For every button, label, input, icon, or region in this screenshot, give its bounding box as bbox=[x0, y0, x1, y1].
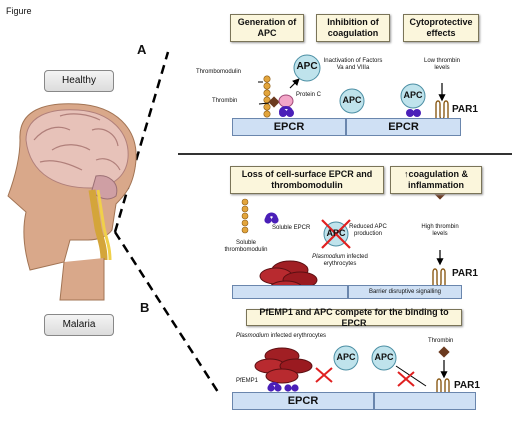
pfemp1-label: PfEMP1 bbox=[236, 378, 259, 384]
soluble-thrombomodulin-chain bbox=[241, 198, 249, 234]
epcr-bar-a1: EPCR bbox=[232, 118, 346, 136]
soluble-epcr-label: Soluble EPCR bbox=[272, 225, 311, 231]
barrier-signalling-bar: Barrier disruptive signalling bbox=[348, 285, 462, 299]
high-thrombin-label: High thrombin levels bbox=[421, 224, 459, 237]
par1-label-b2: PAR1 bbox=[454, 380, 480, 391]
par1-receptor-a bbox=[435, 100, 449, 120]
apc-label-a2: APC bbox=[342, 95, 362, 105]
apc-circle-a1 bbox=[293, 54, 321, 82]
apc-circle-b2 bbox=[333, 345, 359, 371]
thrombomodulin-label: Thrombomodulin bbox=[196, 69, 242, 75]
epcr-bar-a2: EPCR bbox=[346, 118, 461, 136]
red-cross-b3 bbox=[397, 371, 415, 387]
dashed-line-upper bbox=[113, 51, 170, 233]
head-illustration bbox=[7, 103, 137, 301]
apc-circle-b3 bbox=[371, 345, 397, 371]
epcr-bar-b2: EPCR bbox=[232, 392, 374, 410]
red-cross-b2 bbox=[315, 367, 333, 383]
reduced-apc-label: Reduced APC production bbox=[349, 224, 387, 237]
thrombin-diamond-b2 bbox=[438, 346, 450, 358]
par1-receptor-b1 bbox=[432, 268, 446, 287]
box-inhibition-coagulation: Inhibition of coagulation bbox=[316, 14, 390, 42]
box-pfemp1-compete: PfEMP1 and APC compete for the binding t… bbox=[246, 307, 462, 328]
apc-to-par1-line bbox=[395, 365, 427, 387]
figure-label: Figure bbox=[6, 6, 32, 16]
low-thrombin-label: Low thrombin levels bbox=[423, 58, 461, 71]
box-cytoprotective-effects: Cytoprotective effects bbox=[403, 14, 479, 42]
dashed-line-lower bbox=[113, 231, 220, 393]
healthy-label: Healthy bbox=[44, 70, 114, 92]
endothelium-bar-b2 bbox=[374, 392, 476, 410]
red-cross-b1 bbox=[321, 219, 351, 249]
apc-circle-a2 bbox=[339, 88, 365, 114]
soluble-thrombomodulin-label: Soluble thrombomodulin bbox=[224, 240, 268, 253]
panel-b-letter: B bbox=[140, 300, 150, 315]
par1-label-a: PAR1 bbox=[452, 104, 478, 115]
malaria-label: Malaria bbox=[44, 314, 114, 336]
box-coagulation-inflammation: ↑coagulation & inflammation bbox=[390, 166, 482, 194]
apc-label-b3: APC bbox=[374, 352, 394, 362]
infected-erythrocytes-label-b1: Plasmodium infected erythrocytes bbox=[312, 254, 368, 267]
panel-a-letter: A bbox=[137, 42, 147, 57]
apc-label-a1: APC bbox=[296, 61, 318, 72]
apc-label-b1: APC bbox=[326, 228, 346, 238]
box-loss-epcr: Loss of cell-surface EPCR and thrombomod… bbox=[230, 166, 384, 194]
infected-erythrocytes-label-b2: Plasmodium infected erythrocytes bbox=[236, 333, 327, 339]
endothelium-bar-b1 bbox=[232, 285, 348, 299]
thrombomodulin-chain-a bbox=[263, 75, 271, 118]
epcr-bound-pfemp1-2 bbox=[284, 384, 292, 392]
apc-label-b2: APC bbox=[336, 352, 356, 362]
protein-c-shape bbox=[278, 94, 294, 108]
inactivation-label: Inactivation of Factors Va and VIIIa bbox=[323, 58, 383, 71]
apc-circle-a3 bbox=[400, 83, 426, 109]
thrombin-label: Thrombin bbox=[212, 98, 238, 104]
infected-erythrocytes-b2 bbox=[254, 347, 313, 384]
par1-label-b1: PAR1 bbox=[452, 268, 478, 279]
thrombin-label-b2: Thrombin bbox=[428, 338, 454, 344]
box-generation-apc: Generation of APC bbox=[230, 14, 304, 42]
protein-c-label: Protein C bbox=[296, 92, 322, 98]
apc-label-a3: APC bbox=[403, 90, 423, 100]
